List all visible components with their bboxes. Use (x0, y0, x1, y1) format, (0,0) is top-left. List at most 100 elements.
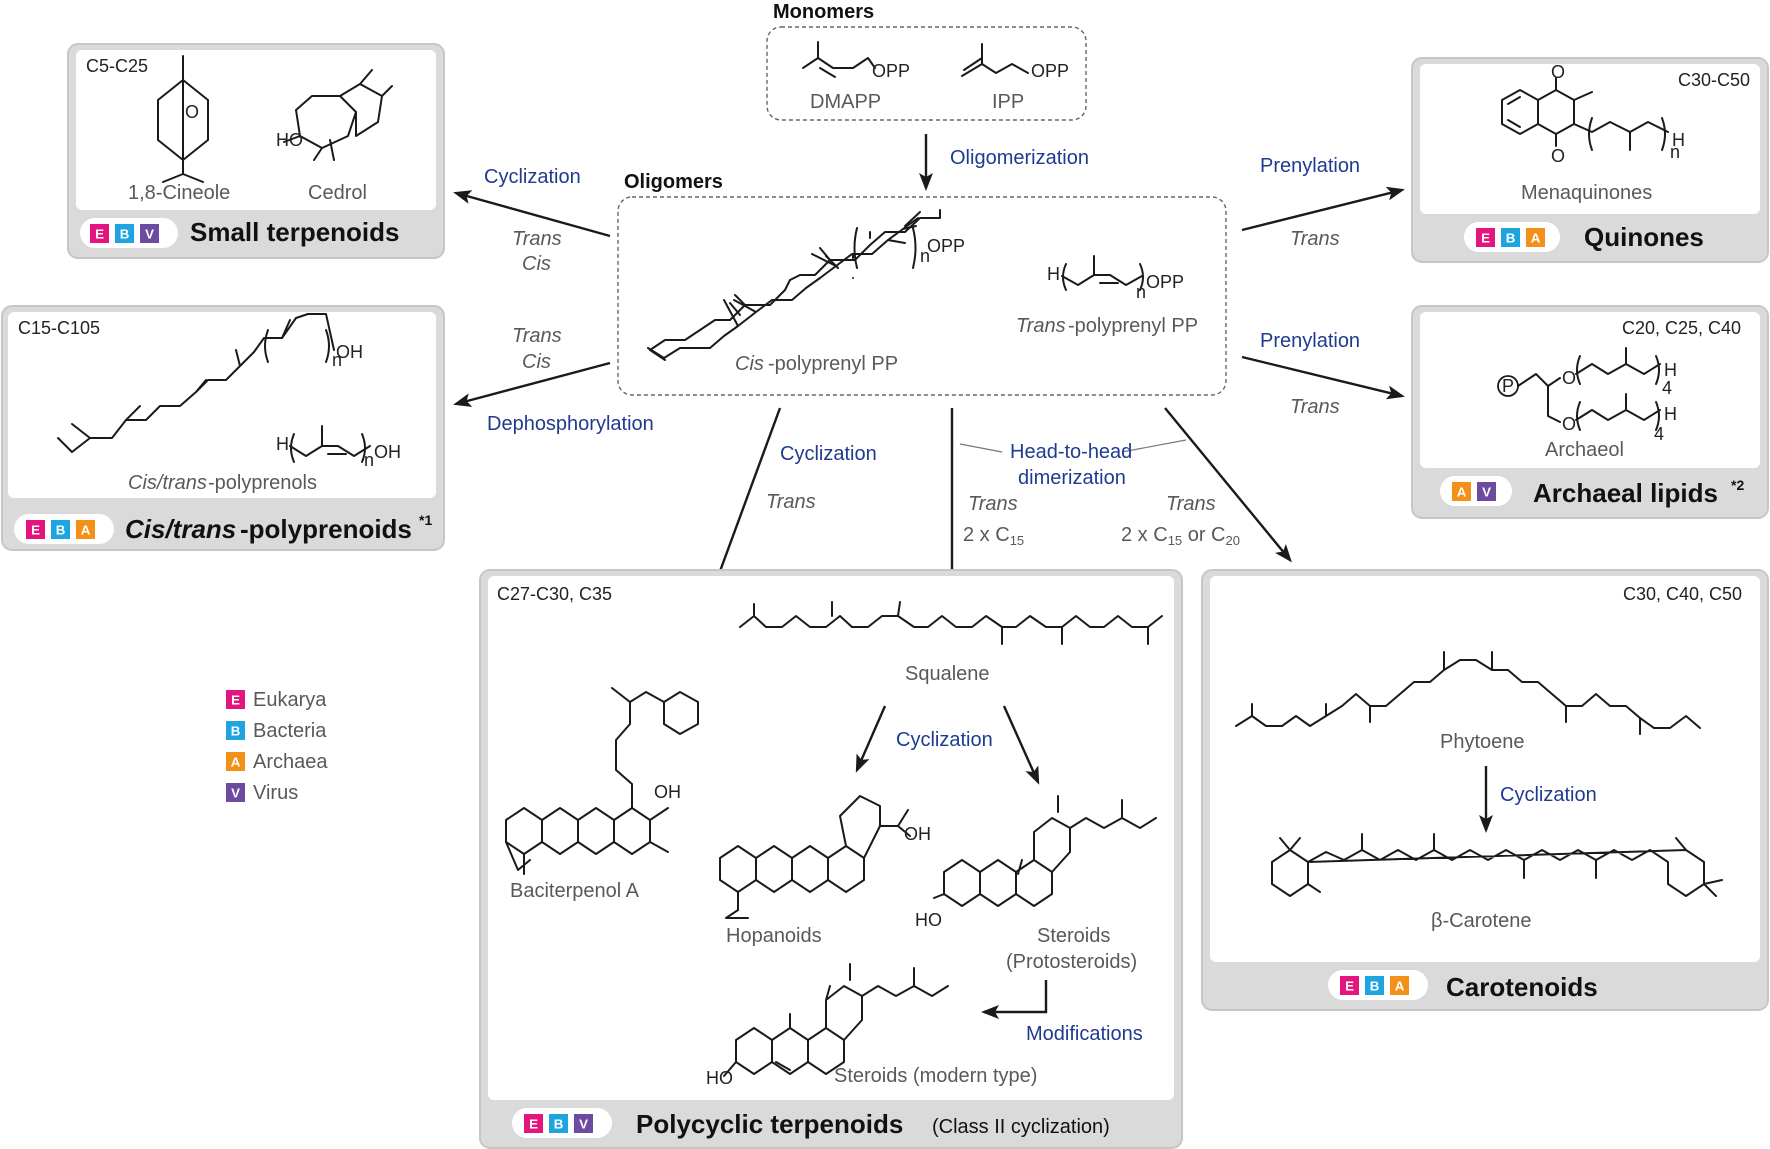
domain-badge-letter: A (1395, 978, 1405, 993)
oligomerization-label: Oligomerization (950, 147, 1089, 169)
archaeol-o-bottom: O (1562, 414, 1576, 434)
cyclization-small-label: Cyclization (484, 166, 581, 188)
polycyclic-range: C27-C30, C35 (497, 584, 612, 604)
steroids-label-1: Steroids (1037, 925, 1110, 947)
head-to-head-label-2: dimerization (1018, 467, 1126, 489)
baciterpenol-oh: OH (654, 782, 681, 802)
domain-badge-letter: V (231, 785, 240, 800)
cis-polyprenyl-italic: Cis (735, 353, 764, 375)
polyprenol2-bracket (290, 433, 366, 463)
cyclization-small-arrow (453, 190, 611, 238)
domain-badge-letter: A (1531, 230, 1541, 245)
protosteroid-ho: HO (915, 910, 942, 930)
hopanoid-oh: OH (904, 824, 931, 844)
trans-polyprenyl-italic: Trans (1016, 315, 1066, 337)
menaquinone-structure (1501, 77, 1669, 151)
phytoene-arrow (1164, 407, 1292, 563)
domain-badge-b (1501, 228, 1520, 247)
domain-badge-v (574, 1114, 593, 1133)
carotenoids-title: Carotenoids (1446, 972, 1598, 1002)
domain-badge-letter: B (56, 522, 66, 537)
archaeol-h-top: H (1664, 360, 1677, 380)
prenylation-quinones-arrow (1241, 186, 1405, 232)
head-to-head-label-1: Head-to-head (1010, 441, 1132, 463)
domain-badge-b (115, 224, 134, 243)
quinone-n: n (1670, 142, 1680, 162)
polyprenol2-n: n (364, 450, 374, 470)
domain-badge-e (26, 520, 45, 539)
domain-badge-a (1390, 976, 1409, 995)
cineole-o: O (185, 102, 199, 122)
dmapp-opp: OPP (872, 61, 910, 81)
domain-badge-letter: E (1345, 978, 1354, 993)
legend-label-archaea: Archaea (253, 751, 328, 773)
domain-badge-letter: E (231, 692, 240, 707)
trans-polyprenyl-rest: -polyprenyl PP (1068, 315, 1198, 337)
small-cis: Cis (522, 253, 551, 275)
polyprenol2-structure (289, 425, 371, 457)
domain-badge-letter: A (81, 522, 91, 537)
domain-badge-a (1452, 482, 1471, 501)
squalene-label: Squalene (905, 663, 990, 685)
domain-badge-b (549, 1114, 568, 1133)
quinone-o-top: O (1551, 62, 1565, 82)
cis-polyprenyl-chain (649, 209, 941, 361)
modifications-arrow (981, 980, 1048, 1019)
beta-carotene-structure (1271, 833, 1723, 897)
polycyclic-cyclization: Cyclization (896, 729, 993, 751)
domain-badge-letter: A (231, 754, 241, 769)
cineole-structure (157, 55, 209, 183)
ipp-label: IPP (992, 91, 1024, 113)
polyprenoids-footnote: *1 (419, 512, 432, 528)
polycyclic-trans: Trans (766, 491, 816, 513)
steroids-label-2: (Protosteroids) (1006, 951, 1137, 973)
modern-steroid-structure (723, 963, 949, 1077)
phytoene-trans: Trans (1166, 493, 1216, 515)
domain-badge-letter: E (95, 226, 104, 241)
small-range: C5-C25 (86, 56, 148, 76)
domain-badge-e (524, 1114, 543, 1133)
domain-badge-letter: B (231, 723, 241, 738)
archaeal-footnote: *2 (1731, 477, 1744, 493)
quinone-h: H (1672, 130, 1685, 150)
quinone-o-bottom: O (1551, 146, 1565, 166)
phytoene-label: Phytoene (1440, 731, 1525, 753)
phytoene-structure (1235, 651, 1701, 735)
squalene-structure (739, 601, 1163, 645)
prenylation-quinones-label: Prenylation (1260, 155, 1360, 177)
dmapp-structure (802, 41, 876, 78)
domain-badge-letter: E (31, 522, 40, 537)
baciterpenol-label: Baciterpenol A (510, 880, 640, 902)
cedrol-label: Cedrol (308, 182, 367, 204)
polyprenoids-panel: C15-C105 n OH H n OH Cis/trans -polypren… (1, 305, 445, 551)
quinone-bracket (1588, 117, 1666, 151)
cis-bracket (853, 227, 917, 269)
quinones-range: C30-C50 (1678, 70, 1750, 90)
polyprenol-oh: OH (336, 342, 363, 362)
archaeol-4-top: 4 (1662, 378, 1672, 398)
polycyclic-subtitle: (Class II cyclization) (932, 1116, 1110, 1138)
domain-badge-b (51, 520, 70, 539)
domain-badge-letter: A (1457, 484, 1467, 499)
domain-badge-e (1476, 228, 1495, 247)
archaeal-title: Archaeal lipids (1533, 478, 1718, 508)
oligomers-title: Oligomers (624, 171, 723, 193)
archaeol-h-bottom: H (1664, 404, 1677, 424)
trans-opp: OPP (1146, 272, 1184, 292)
menaquinones-label: Menaquinones (1521, 182, 1652, 204)
polyprenoids-range: C15-C105 (18, 318, 100, 338)
deph-cis: Cis (522, 351, 551, 373)
polyprenoids-title-rest: -polyprenoids (240, 514, 412, 544)
archaeol-brackets (1576, 355, 1660, 431)
small-title: Small terpenoids (190, 217, 400, 247)
cedrol-ho: HO (276, 130, 303, 150)
